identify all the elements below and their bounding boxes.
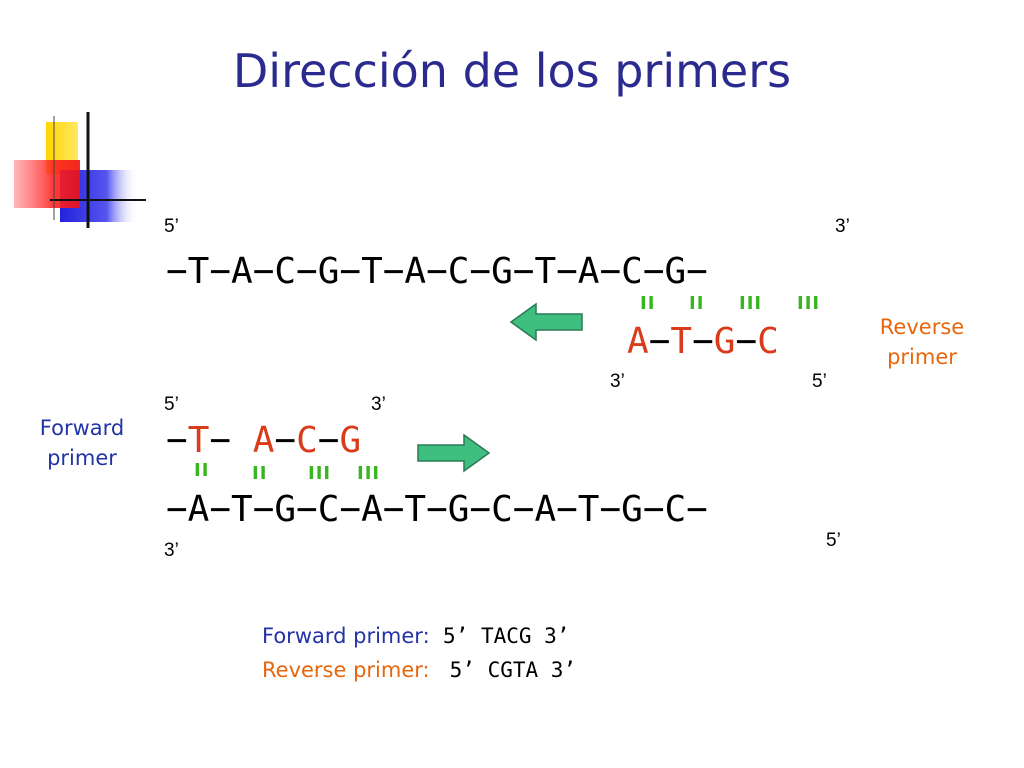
bottom-strand-sequence: −A−T−G−C−A−T−G−C−A−T−G−C− <box>166 489 708 530</box>
bottom-strand-5-prime-label: 5’ <box>826 530 841 551</box>
reverse-primer-strand: A−T−G−C <box>627 321 779 362</box>
summary-forward-value: 5’ TACG 3’ <box>443 624 570 648</box>
forward-primer-base-3: C <box>296 420 318 461</box>
forward-primer-base-2: A <box>252 420 275 461</box>
reverse-primer-base-2: T <box>670 321 693 362</box>
reverse-primer-base-1: A <box>627 321 649 362</box>
top-strand-5-prime-label: 5’ <box>164 216 179 237</box>
forward-primer-name-line2: primer <box>47 446 117 471</box>
forward-primer-bond-3: III <box>308 463 332 484</box>
forward-primer-name: Forward primer <box>22 413 142 474</box>
reverse-primer-base-3: G <box>713 321 736 362</box>
reverse-primer-base-4: C <box>757 321 779 362</box>
top-strand-3-prime-label: 3’ <box>835 216 850 237</box>
reverse-primer-name: Reverse primer <box>862 312 982 373</box>
reverse-primer-bond-4: III <box>797 293 821 314</box>
summary-reverse-line: Reverse primer: 5’ CGTA 3’ <box>262 658 576 682</box>
bottom-strand-3-prime-label: 3’ <box>164 540 179 561</box>
right-arrow-icon <box>417 433 491 473</box>
forward-primer-strand: −T− A−C−G <box>166 420 362 461</box>
forward-primer-bond-4: III <box>357 463 381 484</box>
summary-reverse-label: Reverse primer: <box>262 658 430 682</box>
reverse-primer-bond-2: II <box>689 293 705 314</box>
summary-reverse-value: 5’ CGTA 3’ <box>449 658 577 682</box>
summary-forward-line: Forward primer: 5’ TACG 3’ <box>262 624 569 648</box>
summary-forward-label: Forward primer: <box>262 624 430 648</box>
left-arrow-icon <box>509 302 583 342</box>
reverse-primer-name-line2: primer <box>887 345 957 370</box>
top-strand-sequence: −T−A−C−G−T−A−C−G−T−A−C−G− <box>166 251 708 292</box>
decorative-squares-logo <box>14 112 146 228</box>
reverse-primer-name-line1: Reverse <box>879 315 965 339</box>
reverse-primer-3-prime-label: 3’ <box>610 371 625 392</box>
forward-primer-base-1: T <box>187 420 210 461</box>
reverse-primer-bond-3: III <box>739 293 763 314</box>
forward-primer-5-prime-label: 5’ <box>164 394 179 415</box>
forward-primer-bond-2: II <box>252 463 268 484</box>
forward-primer-base-4: G <box>339 420 362 461</box>
forward-primer-3-prime-label: 3’ <box>371 394 386 415</box>
forward-primer-name-line1: Forward <box>39 416 125 440</box>
slide-title: Dirección de los primers <box>232 44 792 98</box>
reverse-primer-bond-1: II <box>640 293 656 314</box>
forward-primer-bond-1: II <box>194 460 210 481</box>
reverse-primer-5-prime-label: 5’ <box>812 371 827 392</box>
